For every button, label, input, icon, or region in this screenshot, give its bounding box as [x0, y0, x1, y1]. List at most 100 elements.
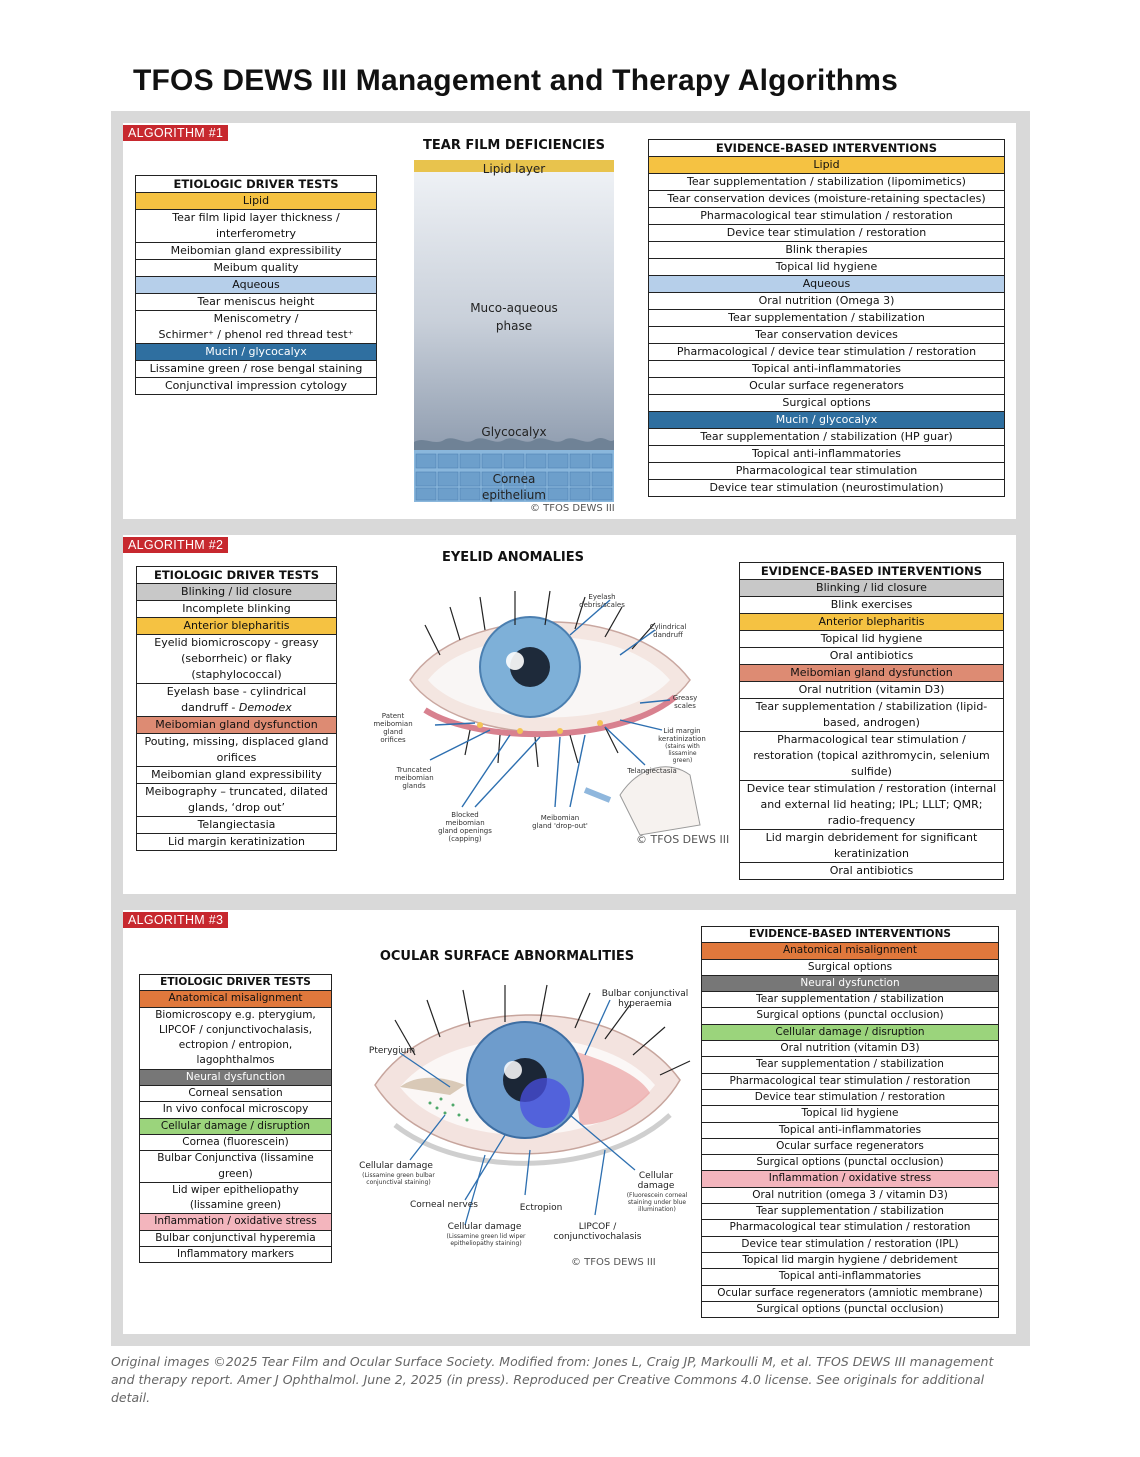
intervention-row: Oral nutrition (omega 3 / vitamin D3): [701, 1186, 999, 1205]
category-header-row: Aqueous: [648, 275, 1005, 293]
intervention-row: Topical anti-inflammatories: [648, 360, 1005, 378]
cellular-damage-left-label: Cellular damage: [359, 1161, 433, 1171]
algorithm-3-label: ALGORITHM #3: [123, 912, 229, 928]
intervention-row: Oral nutrition (vitamin D3): [739, 681, 1004, 699]
table-header: EVIDENCE-BASED INTERVENTIONS: [648, 139, 1005, 157]
category-header-row: Lipid: [648, 156, 1005, 174]
intervention-row: Ocular surface regenerators: [648, 377, 1005, 395]
test-row: Meibomian gland expressibility: [136, 766, 337, 784]
algorithm-1-label: ALGORITHM #1: [123, 125, 229, 141]
intervention-row: Pharmacological tear stimulation /restor…: [739, 731, 1004, 781]
greasy-scales-label: Greasy scales: [672, 694, 698, 710]
intervention-row: Blink exercises: [739, 596, 1004, 614]
intervention-row: Tear supplementation / stabilization (li…: [739, 698, 1004, 732]
pterygium-label: Pterygium: [368, 1046, 416, 1056]
intervention-row: Topical anti-inflammatories: [648, 445, 1005, 463]
category-header-row: Anatomical misalignment: [139, 990, 332, 1008]
intervention-row: Pharmacological tear stimulation / resto…: [648, 207, 1005, 225]
test-row: In vivo confocal microscopy: [139, 1101, 332, 1119]
cellular-damage-right-note: (Fluorescein corneal staining under blue…: [626, 1192, 688, 1213]
lipcof-label: LIPCOF / conjunctivochalasis: [553, 1222, 642, 1242]
test-row: Tear meniscus height: [135, 293, 377, 311]
lid-margin-label: Lid margin keratinization: [658, 727, 706, 743]
intervention-row: Pharmacological / device tear stimulatio…: [648, 343, 1005, 361]
intervention-row: Oral nutrition (Omega 3): [648, 292, 1005, 310]
table-header: ETIOLOGIC DRIVER TESTS: [136, 566, 337, 584]
intervention-row: Oral nutrition (vitamin D3): [701, 1040, 999, 1058]
table-header: EVIDENCE-BASED INTERVENTIONS: [739, 562, 1004, 580]
category-header-row: Mucin / glycocalyx: [135, 343, 377, 361]
algorithm-1-title: TEAR FILM DEFICIENCIES: [423, 138, 605, 153]
intervention-row: Surgical options: [701, 958, 999, 976]
test-row: Inflammatory markers: [139, 1246, 332, 1264]
table-header: ETIOLOGIC DRIVER TESTS: [135, 175, 377, 193]
intervention-row: Ocular surface regenerators (amniotic me…: [701, 1284, 999, 1302]
intervention-row: Device tear stimulation / restoration: [648, 224, 1005, 242]
intervention-row: Topical lid margin hygiene / debridement: [701, 1251, 999, 1270]
test-row: Conjunctival impression cytology: [135, 377, 377, 395]
alg1-copyright: © TFOS DEWS III: [530, 503, 615, 514]
intervention-row: Tear supplementation / stabilization: [701, 1056, 999, 1074]
category-header-row: Anatomical misalignment: [701, 942, 999, 960]
test-row: Corneal sensation: [139, 1085, 332, 1103]
test-row: Meniscometry /Schirmer⁺ / phenol red thr…: [135, 310, 377, 344]
page-title: TFOS DEWS III Management and Therapy Alg…: [133, 64, 899, 97]
intervention-row: Device tear stimulation (neurostimulatio…: [648, 479, 1005, 497]
telangiectasia-label: Telangiectasia: [627, 767, 677, 775]
intervention-row: Tear supplementation / stabilization: [648, 309, 1005, 327]
intervention-row: Surgical options (punctal occlusion): [701, 1007, 999, 1025]
intervention-row: Oral antibiotics: [739, 862, 1004, 880]
intervention-row: Surgical options: [648, 394, 1005, 412]
gland-dropout-label: Meibomian gland 'drop-out': [532, 814, 588, 830]
cylindrical-dandruff-label: Cylindrical dandruff: [649, 623, 687, 639]
intervention-row: Pharmacological tear stimulation / resto…: [701, 1072, 999, 1090]
algorithm-3-title: OCULAR SURFACE ABNORMALITIES: [379, 949, 635, 964]
table-header: EVIDENCE-BASED INTERVENTIONS: [701, 925, 999, 944]
table-header: ETIOLOGIC DRIVER TESTS: [139, 973, 332, 992]
category-header-row: Meibomian gland dysfunction: [136, 716, 337, 734]
truncated-glands-label: Truncated meibomian glands: [394, 766, 434, 790]
intervention-row: Topical lid hygiene: [739, 630, 1004, 648]
alg2-copyright: © TFOS DEWS III: [636, 833, 730, 846]
category-header-row: Mucin / glycocalyx: [648, 411, 1005, 429]
intervention-row: Topical anti-inflammatories: [701, 1268, 999, 1286]
category-header-row: Lipid: [135, 192, 377, 210]
blocked-openings-label: Blocked meibomian gland openings (cappin…: [438, 811, 492, 843]
category-header-row: Neural dysfunction: [701, 974, 999, 993]
intervention-row: Surgical options (punctal occlusion): [701, 1154, 999, 1172]
bulbar-hyperaemia-label: Bulbar conjunctival hyperaemia: [601, 989, 689, 1009]
category-header-row: Inflammation / oxidative stress: [139, 1213, 332, 1231]
intervention-row: Oral antibiotics: [739, 647, 1004, 665]
category-header-row: Inflammation / oxidative stress: [701, 1170, 999, 1188]
corneal-nerves-label: Corneal nerves: [410, 1200, 478, 1210]
intervention-row: Surgical options (punctal occlusion): [701, 1300, 999, 1319]
eyelid-illustration: [409, 590, 701, 836]
algorithm-2-label: ALGORITHM #2: [123, 537, 229, 553]
category-header-row: Neural dysfunction: [139, 1068, 332, 1087]
cellular-damage-right-label: Cellular damage: [637, 1171, 675, 1191]
ocular-surface-diagram: [355, 975, 695, 1250]
intervention-row: Device tear stimulation / restoration (i…: [739, 780, 1004, 830]
test-row: Eyelid biomicroscopy - greasy(seborrheic…: [136, 634, 337, 684]
test-row: Meibomian gland expressibility: [135, 242, 377, 260]
intervention-row: Device tear stimulation / restoration: [701, 1088, 999, 1107]
footer-citation: Original images ©2025 Tear Film and Ocul…: [111, 1354, 994, 1405]
glycocalyx-label: Glycocalyx: [481, 425, 547, 439]
lipid-layer-label: Lipid layer: [482, 162, 546, 176]
intervention-row: Device tear stimulation / restoration (I…: [701, 1235, 999, 1253]
eyelid-diagram: [370, 585, 720, 850]
eyelash-debris-label: Eyelash debris/scales: [579, 593, 625, 609]
test-row: Cornea (fluorescein): [139, 1133, 332, 1152]
algorithm-2-title: EYELID ANOMALIES: [442, 550, 584, 565]
muco-aqueous-label: Muco-aqueous phase: [470, 301, 558, 333]
